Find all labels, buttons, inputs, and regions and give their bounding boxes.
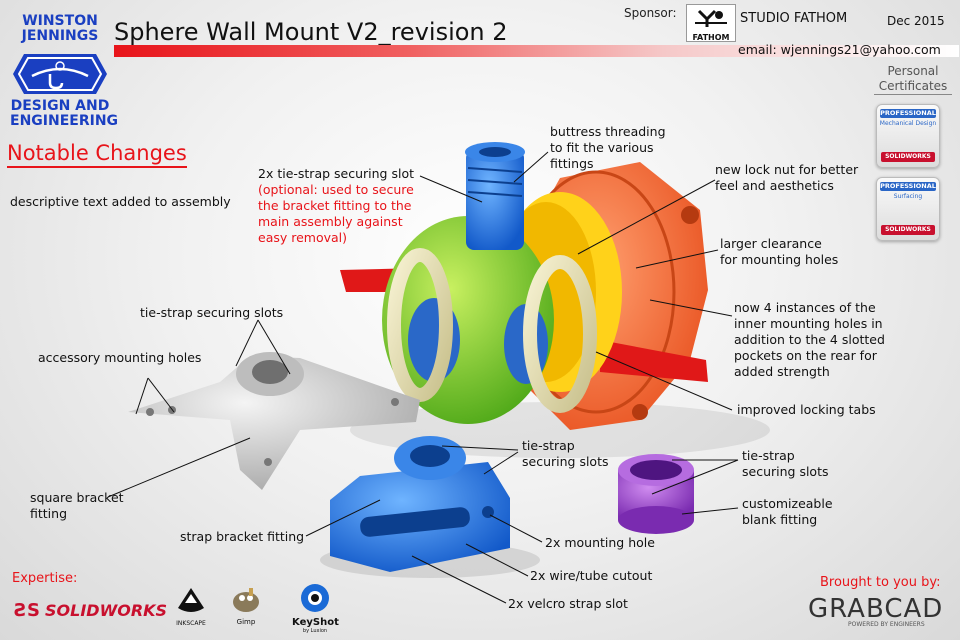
- logo-line2: JENNINGS: [21, 28, 99, 44]
- company-emblem-icon: [13, 54, 107, 94]
- logo-line4: ENGINEERING: [10, 113, 119, 129]
- fathom-logo-text: FATHOM: [692, 33, 730, 42]
- certificate-surfacing: PROFESSIONAL Surfacing SOLIDWORKS: [876, 177, 940, 241]
- grabcad-tagline: POWERED BY ENGINEERS: [848, 621, 925, 628]
- annotation-velcro-slot: 2x velcro strap slot: [508, 596, 628, 611]
- blue-threaded-pipe: [465, 142, 525, 250]
- certificates-heading: Personal Certificates: [874, 64, 952, 95]
- annotation-line: to fit the various: [550, 140, 654, 155]
- sponsor-name: STUDIO FATHOM: [740, 11, 848, 26]
- annotation-line: pockets on the rear for: [734, 348, 877, 363]
- solidworks-logo: ƧS SOLIDWORKS: [14, 600, 167, 621]
- sponsor-logo: FATHOM: [686, 4, 736, 42]
- solidworks-logo-text: SOLIDWORKS: [45, 601, 168, 620]
- annotation-note: easy removal): [258, 230, 348, 245]
- annotation-line: customizeable: [742, 496, 833, 511]
- logo-line3: DESIGN AND: [10, 98, 110, 114]
- certificate-subject: Mechanical Design: [879, 120, 937, 127]
- annotation-line: added strength: [734, 364, 830, 379]
- annotation-lock-nut: new lock nut for better feel and aesthet…: [715, 162, 858, 194]
- ds-icon: ƧS: [14, 600, 40, 621]
- inkscape-label: INKSCAPE: [176, 620, 206, 627]
- gimp-icon: [233, 588, 259, 612]
- certificate-mechanical-design: PROFESSIONAL Mechanical Design SOLIDWORK…: [876, 104, 940, 168]
- gimp-label: Gimp: [236, 618, 256, 626]
- title-underline-bar: [114, 45, 959, 57]
- keyshot-icon: [301, 584, 329, 612]
- annotation-line: larger clearance: [720, 236, 822, 251]
- annotation-note: (optional: used to secure: [258, 182, 414, 197]
- annotation-line: feel and aesthetics: [715, 178, 834, 193]
- certificates-heading-line1: Personal: [887, 64, 939, 78]
- logo-name-top: WINSTON JENNINGS: [10, 14, 110, 44]
- brought-by-label: Brought to you by:: [820, 575, 941, 590]
- keyshot-label: KeyShot: [292, 617, 339, 628]
- annotation-note: the bracket fitting to the: [258, 198, 412, 213]
- annotation-accessory-holes: accessory mounting holes: [38, 350, 202, 365]
- notable-changes-heading: Notable Changes: [7, 140, 187, 168]
- annotation-line: for mounting holes: [720, 252, 839, 267]
- gimp-logo: Gimp: [226, 586, 266, 626]
- annotation-line: fitting: [30, 506, 68, 521]
- annotation-line: buttress threading: [550, 124, 666, 139]
- annotation-line: now 4 instances of the: [734, 300, 876, 315]
- fathom-emblem-icon: [695, 9, 727, 27]
- annotation-blue-slots: tie-strap securing slots: [522, 438, 609, 470]
- annotation-strap-bracket: strap bracket fitting: [180, 529, 305, 544]
- certificate-level: PROFESSIONAL: [880, 182, 936, 191]
- annotation-square-bracket: square bracket fitting: [30, 490, 124, 522]
- annotation-line: new lock nut for better: [715, 162, 859, 177]
- annotation-line: tie-strap: [742, 448, 795, 463]
- certificates-heading-line2: Certificates: [874, 79, 952, 95]
- inkscape-icon: [178, 588, 204, 612]
- annotation-line: securing slots: [742, 464, 829, 479]
- annotation-mounting-holes: now 4 instances of the inner mounting ho…: [734, 300, 885, 380]
- logo-line1: WINSTON: [22, 13, 98, 29]
- annotation-line: square bracket: [30, 490, 124, 505]
- annotation-clearance: larger clearance for mounting holes: [720, 236, 838, 268]
- annotation-wire-cutout: 2x wire/tube cutout: [530, 568, 653, 583]
- certificate-brand: SOLIDWORKS: [881, 225, 935, 235]
- annotation-purple-slots: tie-strap securing slots: [742, 448, 829, 480]
- logo-name-bottom: DESIGN AND ENGINEERING: [10, 98, 119, 129]
- annotation-line: blank fitting: [742, 512, 818, 527]
- certificate-level: PROFESSIONAL: [880, 109, 936, 118]
- annotation-locking-tabs: improved locking tabs: [737, 402, 876, 417]
- sponsor-label: Sponsor:: [624, 6, 677, 20]
- annotation-mounting-hole: 2x mounting hole: [545, 535, 655, 550]
- page-title: Sphere Wall Mount V2_revision 2: [114, 18, 508, 46]
- silver-square-bracket: [128, 352, 420, 490]
- annotation-tie-strap-slots-silver: tie-strap securing slots: [140, 305, 284, 320]
- annotation-blank-fitting: customizeable blank fitting: [742, 496, 833, 528]
- annotation-line: tie-strap: [522, 438, 575, 453]
- expertise-label: Expertise:: [12, 571, 78, 586]
- keyshot-sublabel: by Luxion: [302, 628, 328, 634]
- annotation-tie-strap-slot: 2x tie-strap securing slot (optional: us…: [258, 166, 414, 246]
- annotation-line: inner mounting holes in: [734, 316, 883, 331]
- keyshot-logo: KeyShot by Luxion: [292, 582, 339, 634]
- certificate-brand: SOLIDWORKS: [881, 152, 935, 162]
- annotation-note: main assembly against: [258, 214, 403, 229]
- annotation-line: addition to the 4 slotted: [734, 332, 885, 347]
- inkscape-logo: INKSCAPE: [172, 586, 210, 627]
- grabcad-logo: GRABCAD: [808, 594, 944, 624]
- blue-strap-bracket: [330, 436, 510, 572]
- certificate-subject: Surfacing: [893, 193, 923, 200]
- annotation-line: securing slots: [522, 454, 609, 469]
- annotation-buttress-threading: buttress threading to fit the various fi…: [550, 124, 666, 172]
- annotation-line: fittings: [550, 156, 594, 171]
- annotation-line: 2x tie-strap securing slot: [258, 166, 414, 181]
- purple-blank-fitting: [618, 454, 694, 534]
- date: Dec 2015: [887, 14, 945, 28]
- descriptive-text-note: descriptive text added to assembly: [10, 194, 231, 209]
- email[interactable]: email: wjennings21@yahoo.com: [738, 42, 941, 57]
